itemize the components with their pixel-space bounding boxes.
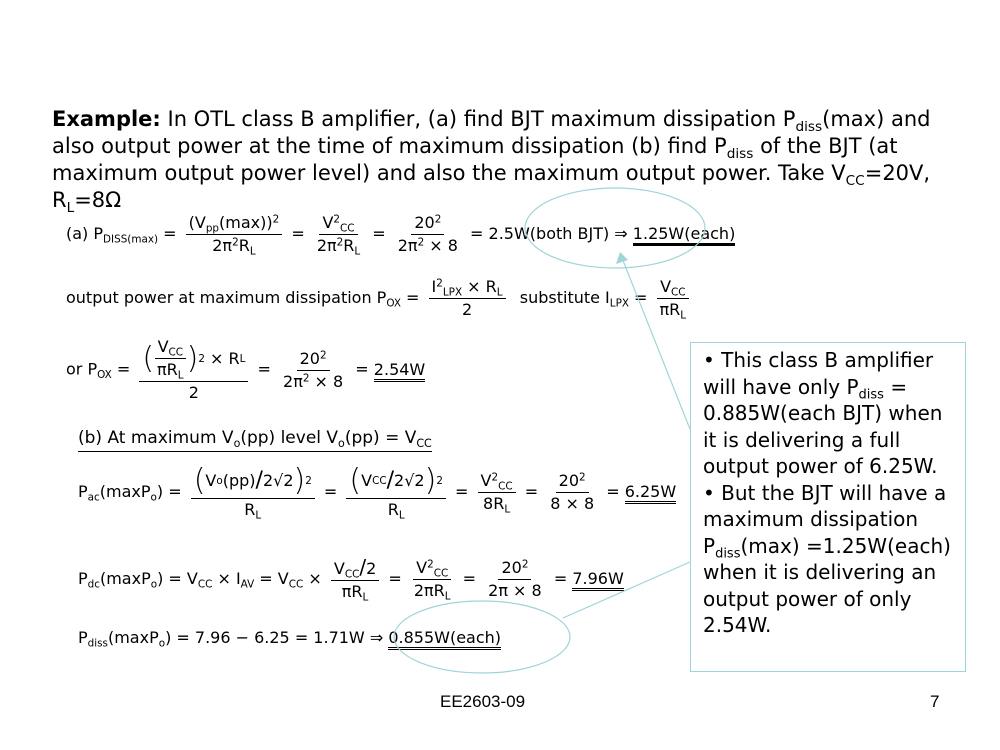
fraction-pac3: V2CC 8RL xyxy=(477,472,516,515)
result-pdc: 7.96W xyxy=(572,569,624,591)
fraction-or2: 202 2π2 × 8 xyxy=(283,348,344,391)
fraction-a2: V2CC 2π2RL xyxy=(316,213,361,258)
fraction-a3: 202 2π2 × 8 xyxy=(397,213,458,255)
equation-pdc: Pdc(maxPo) = VCC × IAV = VCC × VCC/2 πRL… xyxy=(78,555,624,604)
example-statement: Example: In OTL class B amplifier, (a) f… xyxy=(52,107,931,216)
part-b-heading: (b) At maximum Vo(pp) level Vo(pp) = VCC xyxy=(78,428,432,452)
fraction-pdc2: V2CC 2πRL xyxy=(413,558,452,603)
equation-pox: output power at maximum dissipation POX … xyxy=(66,278,693,321)
fraction-a1: (Vpp(max))2 2π2RL xyxy=(185,214,283,257)
result-or-pox: 2.54W xyxy=(373,359,426,382)
fraction-pac4: 202 8 × 8 xyxy=(550,471,595,513)
footer-course: EE2603-09 xyxy=(440,692,526,711)
fraction-pdc1: VCC/2 πRL xyxy=(330,557,380,603)
callout-bullet-1: • This class B amplifier will have only … xyxy=(703,348,943,478)
fraction-pox: I2LPX × RL 2 xyxy=(428,278,506,319)
fraction-pdc3: 202 2π × 8 xyxy=(488,558,542,600)
equation-a: (a) PDISS(max) = (Vpp(max))2 2π2RL = V2C… xyxy=(66,213,736,258)
footer-page-number: 7 xyxy=(930,692,940,711)
callout-box: • This class B amplifier will have only … xyxy=(690,342,966,672)
callout-bullet-2: • But the BJT will have a maximum dissip… xyxy=(703,480,951,638)
equation-pdiss: Pdiss(maxPo) = 7.96 − 6.25 = 1.71W ⇒ 0.8… xyxy=(78,628,502,650)
example-label: Example: xyxy=(52,107,161,131)
result-a-each: 1.25W(each) xyxy=(632,224,736,246)
result-pdiss: 0.855W(each) xyxy=(388,628,502,650)
fraction-ilpx: VCC πRL xyxy=(657,278,690,321)
result-pac: 6.25W xyxy=(624,482,677,504)
